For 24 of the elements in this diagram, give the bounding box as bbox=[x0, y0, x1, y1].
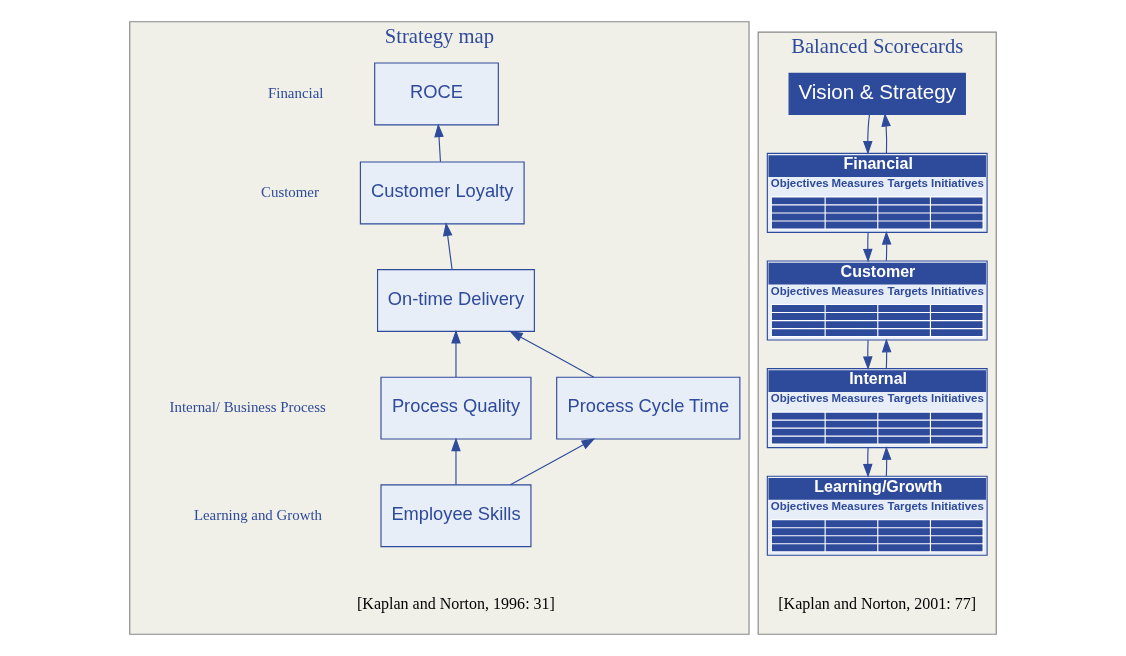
arrow bbox=[434, 123, 444, 163]
node-box: Process Cycle Time bbox=[556, 376, 741, 440]
node-box: On-time Delivery bbox=[377, 269, 535, 332]
label: Financial bbox=[268, 84, 324, 101]
node-box: ROCE bbox=[374, 62, 499, 126]
arrow bbox=[862, 447, 873, 478]
arrow bbox=[862, 232, 873, 263]
label: Learning and Growth bbox=[193, 506, 322, 523]
arrow bbox=[881, 112, 891, 154]
node-box: Process Quality bbox=[380, 376, 532, 440]
arrow bbox=[442, 222, 453, 270]
arrow bbox=[509, 438, 596, 486]
node-box: Customer Loyalty bbox=[359, 161, 525, 225]
arrow bbox=[451, 329, 461, 378]
node-box: Employee Skills bbox=[380, 484, 532, 548]
label: [Kaplan and Norton, 1996: 31] bbox=[357, 594, 555, 612]
arrow bbox=[862, 114, 873, 155]
arrow bbox=[862, 339, 873, 371]
label: [Kaplan and Norton, 2001: 77] bbox=[778, 594, 977, 612]
arrow bbox=[509, 330, 595, 378]
label: Internal/ Business Process bbox=[169, 399, 326, 416]
arrow bbox=[451, 437, 461, 486]
label: Customer bbox=[261, 183, 319, 200]
node-box: Vision & Strategy bbox=[788, 72, 966, 116]
